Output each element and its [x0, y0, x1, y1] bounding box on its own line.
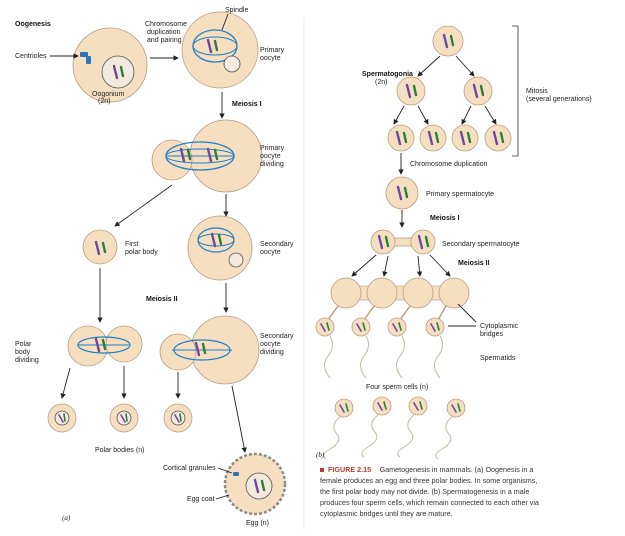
primary-oocyte-dividing-label: Primary	[260, 145, 285, 152]
caption-text-1: Gametogenesis in mammals. (a) Oogenesis …	[380, 465, 534, 474]
egg-cell	[223, 452, 287, 516]
primary-oocyte-label: Primary	[260, 47, 285, 54]
oogonium-label: Oogonium	[92, 91, 124, 98]
meiosis-ii-label-b: Meiosis II	[458, 260, 490, 267]
figure-caption: FIGURE 2.15 Gametogenesis in mammals. (a…	[320, 459, 539, 518]
egg-coat-label: Egg coat	[187, 496, 215, 503]
panel-b-label: (b)	[316, 451, 325, 459]
svg-text:bridges: bridges	[480, 331, 503, 338]
oogenesis-title: Oogenesis	[15, 21, 51, 28]
centrioles-label: Centrioles	[15, 53, 47, 60]
chromosome-duplication-label: Chromosome	[145, 21, 187, 28]
cytoplasmic-bridges-label: Cytoplasmic	[480, 323, 519, 330]
spermatogonium-gen3-1	[387, 124, 415, 152]
svg-text:dividing: dividing	[15, 357, 39, 364]
polar-body-2	[109, 403, 139, 433]
polar-body-3	[163, 403, 193, 433]
svg-text:and pairing: and pairing	[147, 37, 182, 44]
secondary-oocyte-dividing-cell	[159, 315, 260, 385]
egg-label: Egg (n)	[246, 520, 269, 527]
polar-body-dividing-cell	[67, 325, 143, 367]
svg-text:oocyte: oocyte	[260, 55, 281, 62]
primary-spermatocyte-cell	[385, 176, 419, 210]
chromosome-duplication-b-label: Chromosome duplication	[410, 161, 488, 168]
mitosis-label: Mitosis	[526, 88, 548, 95]
secondary-oocyte-label: Secondary	[260, 241, 294, 248]
spermatogonium-gen3-4	[484, 124, 512, 152]
primary-spermatocyte-label: Primary spermatocyte	[426, 191, 494, 198]
polar-body-1	[47, 403, 77, 433]
meiosis-i-label-b: Meiosis I	[430, 215, 460, 222]
spermatogonia-ploidy: (2n)	[375, 79, 387, 86]
meiosis-ii-label-a: Meiosis II	[146, 296, 178, 303]
polar-bodies-label: Polar bodies (n)	[95, 447, 144, 454]
svg-text:duplication: duplication	[147, 29, 181, 36]
spermatogonia-label: Spermatogonia	[362, 71, 413, 78]
caption-line-5: cytoplasmic bridges until they are matur…	[320, 509, 453, 518]
svg-text:dividing: dividing	[260, 349, 284, 356]
primary-oocyte-cell	[181, 11, 259, 89]
svg-text:dividing: dividing	[260, 161, 284, 168]
oogonium-ploidy: (2n)	[98, 98, 110, 105]
primary-oocyte-dividing-cell	[151, 119, 263, 193]
caption-figure-number: FIGURE 2.15	[328, 465, 371, 474]
secondary-oocyte-dividing-label: Secondary	[260, 333, 294, 340]
secondary-spermatocytes	[370, 229, 436, 255]
caption-line-3: the first polar body may not divide. (b)…	[320, 487, 529, 496]
polar-body-dividing-label: Polar	[15, 341, 32, 348]
meiosis-i-label-a: Meiosis I	[232, 101, 262, 108]
svg-text:body: body	[15, 349, 31, 356]
spermatids-label: Spermatids	[480, 355, 516, 362]
four-sperm-label: Four sperm cells (n)	[366, 384, 428, 391]
cortical-granules-label: Cortical granules	[163, 465, 216, 472]
spermatogonium-gen3-3	[451, 124, 479, 152]
svg-text:oocyte: oocyte	[260, 341, 281, 348]
svg-text:oocyte: oocyte	[260, 249, 281, 256]
spermatogonium-gen2-2	[463, 76, 493, 106]
panel-a-label: (a)	[62, 514, 71, 522]
caption-line-1: FIGURE 2.15 Gametogenesis in mammals. (a…	[328, 459, 533, 476]
mitosis-bracket	[512, 25, 519, 157]
first-polar-body-label: First	[125, 241, 139, 248]
svg-text:(several generations): (several generations)	[526, 96, 592, 103]
svg-text:polar body: polar body	[125, 249, 158, 256]
oogonium-cell	[72, 27, 148, 103]
secondary-oocyte-cell	[187, 215, 253, 281]
secondary-spermatocyte-label: Secondary spermatocyte	[442, 241, 520, 248]
spermatogonium-cell	[432, 25, 464, 57]
sperm-cells	[323, 396, 466, 460]
caption-line-4: produces four sperm cells, which remain …	[320, 498, 539, 507]
spermatogonium-gen2-1	[396, 76, 426, 106]
spermatogonium-gen3-2	[419, 124, 447, 152]
spermatids-group	[315, 277, 470, 379]
centriole-icon	[80, 52, 88, 57]
svg-text:oocyte: oocyte	[260, 153, 281, 160]
spindle-label: Spindle	[225, 7, 248, 14]
caption-line-2: female produces an egg and three polar b…	[320, 476, 537, 485]
first-polar-body-cell	[82, 229, 118, 265]
